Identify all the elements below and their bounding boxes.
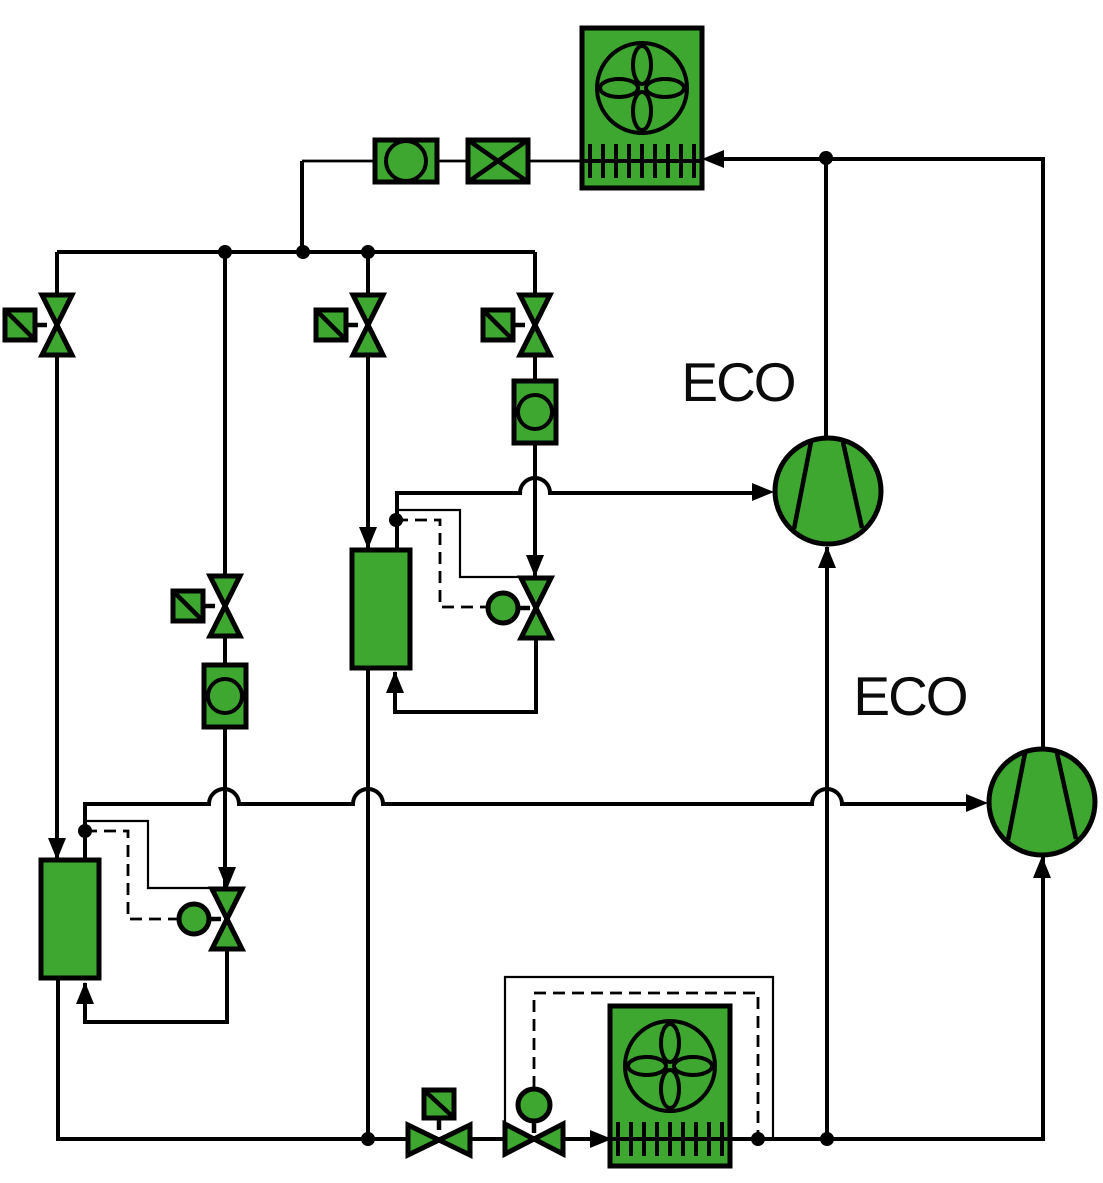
condenser-fan-coil-unit [582,28,702,188]
equalizer-line-left [85,819,212,890]
expansion-valve-evaporator [505,1089,563,1154]
junction-dot [389,513,403,527]
pipe-mid-txv-loop [393,638,538,714]
flow-arrow-mid-hx-in [359,527,377,549]
capillary-line-mid [396,518,486,609]
pipe-eco-vapor-left [83,787,966,861]
evaporator-fan-coil-unit [610,1006,730,1166]
expansion-valve-mid-economizer [488,578,551,638]
eco-compressor-right [989,749,1095,855]
sight-glass-mid-txv-branch [514,381,556,443]
junction-dot [361,1132,375,1146]
equalizer-line-evaporator [503,975,775,1139]
sensing-bulb-dot [751,1132,765,1146]
flow-arrow-mid-txv-in [526,555,544,577]
pipe-discharge-header [712,157,1045,750]
junction-dot [819,151,833,165]
expansion-valve-left-economizer [179,889,242,949]
junction-dot [78,824,92,838]
sight-glass-liquid-line [375,140,437,182]
junction-dot [218,245,232,259]
capillary-line-left [85,829,177,921]
junction-dot [296,245,310,259]
flow-arrow-left-txv-in [218,867,236,889]
flow-arrow-suction-comp2 [1033,856,1051,878]
economizer-heat-exchanger-mid [352,550,410,668]
pipe-bottom-main [56,855,1045,1141]
flow-arrow-suction-comp1 [818,546,836,568]
flow-arrow-evaporator-in [590,1130,612,1148]
piping [55,157,1045,1141]
equalizer-line-mid [397,508,521,579]
eco-compressor-top [775,438,881,544]
solenoid-valve-left-branch [5,295,72,355]
flow-arrows [48,150,1051,1148]
eco-label-right-compressor: ECO [853,665,966,727]
solenoid-valve-mid-txv-branch [483,295,550,355]
filter-drier [468,140,528,182]
flow-arrow-into-condenser [702,150,724,168]
junction-dots [78,151,834,1146]
pipe-left-txv-loop [83,948,229,1024]
economizer-heat-exchanger-left [41,860,99,978]
flow-arrow-eco-comp1 [752,483,774,501]
flow-arrow-left-hx-in [48,838,66,860]
flow-arrow-left-hx-return [76,982,94,1004]
flow-arrow-eco-comp2 [966,794,988,812]
solenoid-valve-evaporator-feed [408,1090,470,1155]
junction-dot [361,245,375,259]
sight-glass-left-txv-branch [204,665,246,727]
flow-arrow-mid-hx-return [386,671,404,693]
eco-label-top-compressor: ECO [681,351,794,413]
pipe-eco-vapor-mid [395,476,755,550]
solenoid-valve-left-txv-branch [173,576,240,636]
capillary-line-evaporator [532,991,760,1133]
solenoid-valve-mid-branch [316,295,383,355]
junction-dot [820,1132,834,1146]
